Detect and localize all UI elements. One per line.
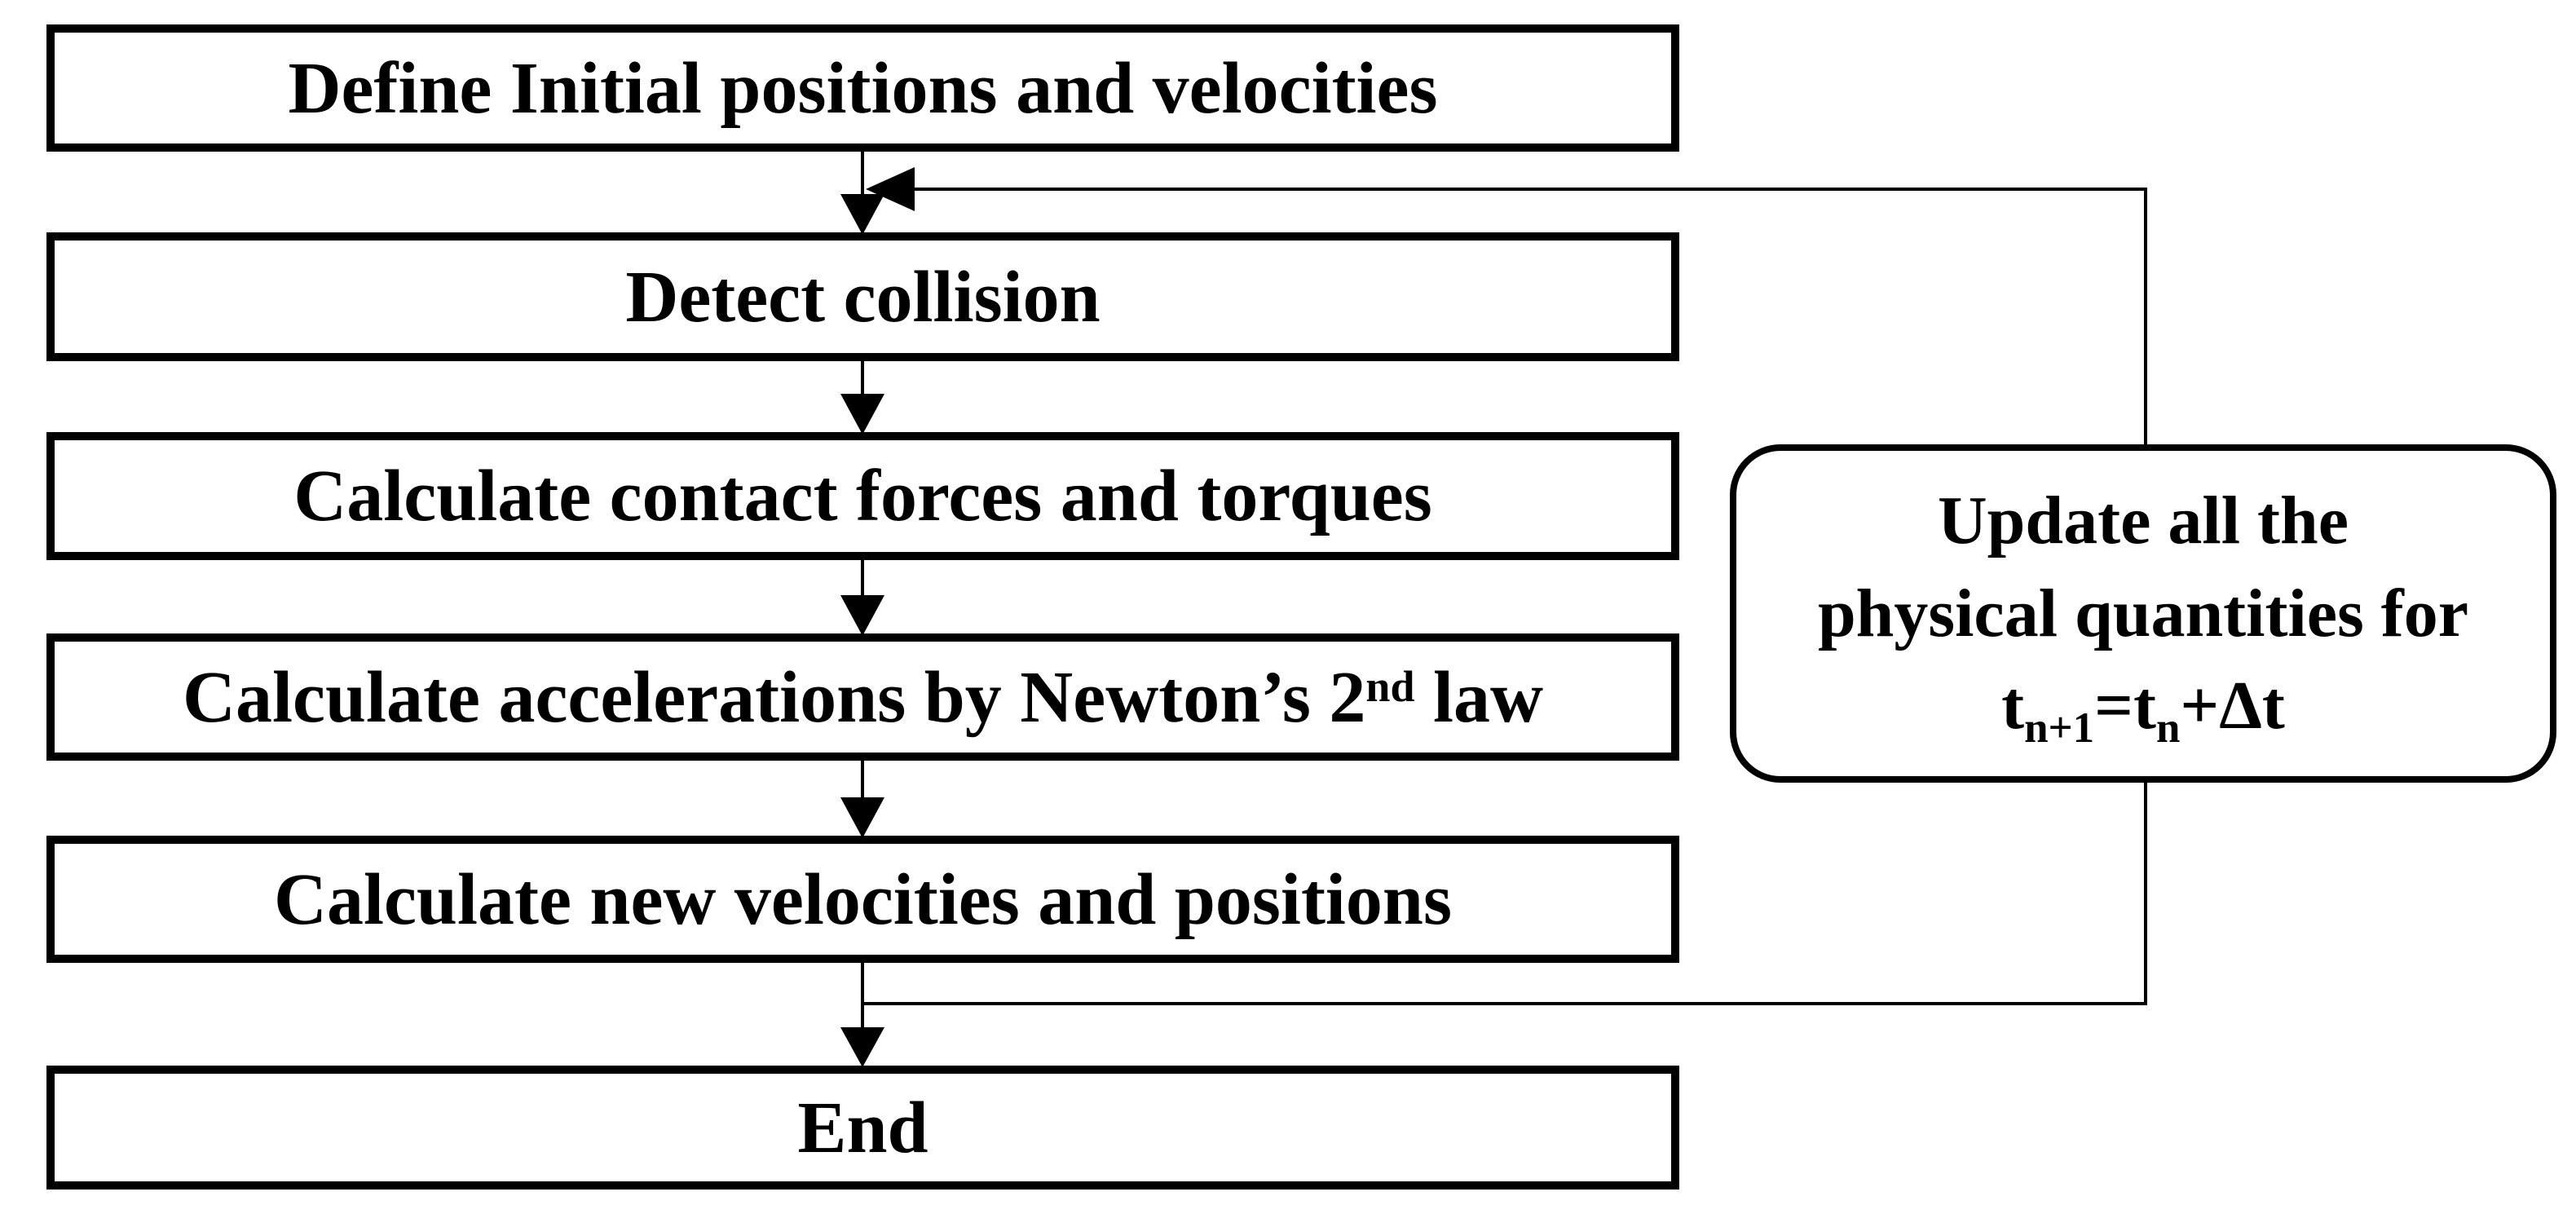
flow-box-update-quantities: Update all the physical quantities for t… xyxy=(1730,444,2556,783)
arrow-forces-to-accelerations-arrowhead xyxy=(840,595,884,636)
flow-box-contact-forces: Calculate contact forces and torques xyxy=(46,432,1679,560)
update-quantities-line2: physical quantities for xyxy=(1817,575,2469,651)
formula-plus-delta-t: +Δt xyxy=(2180,668,2285,744)
flow-box-define-initial-label: Define Initial positions and velocities xyxy=(288,47,1438,129)
formula-equals-t: =t xyxy=(2094,668,2156,744)
flow-box-newtons-law-label: Calculate accelerations by Newton’s 2nd … xyxy=(183,655,1543,739)
flow-box-newtons-law: Calculate accelerations by Newton’s 2nd … xyxy=(46,633,1679,761)
newtons-law-label-post: law xyxy=(1414,656,1543,738)
arrow-accelerations-to-velocities-arrowhead xyxy=(840,797,884,838)
flow-box-detect-collision: Detect collision xyxy=(46,232,1679,361)
flow-box-new-velocities-label: Calculate new velocities and positions xyxy=(273,859,1452,940)
update-quantities-formula: tn+1=tn+Δt xyxy=(2001,660,2285,752)
flow-box-detect-collision-label: Detect collision xyxy=(625,256,1101,338)
update-quantities-line1: Update all the xyxy=(1938,483,2349,559)
feedback-left-arrowhead xyxy=(866,167,915,211)
flow-box-end-label: End xyxy=(797,1087,929,1168)
flow-box-end: End xyxy=(46,1066,1679,1190)
arrow-velocities-to-end-arrowhead xyxy=(840,1027,884,1067)
formula-subscript-n-plus-1: n+1 xyxy=(2024,704,2095,753)
arrow-define-to-detect-arrowhead xyxy=(840,194,884,235)
newtons-law-label-superscript: nd xyxy=(1365,662,1415,712)
flow-box-new-velocities: Calculate new velocities and positions xyxy=(46,836,1679,963)
flow-box-contact-forces-label: Calculate contact forces and torques xyxy=(293,456,1432,536)
newtons-law-label-pre: Calculate accelerations by Newton’s 2 xyxy=(183,656,1366,738)
formula-t1: t xyxy=(2001,668,2025,744)
flow-box-define-initial: Define Initial positions and velocities xyxy=(46,24,1679,152)
arrow-detect-to-forces-arrowhead xyxy=(840,394,884,435)
formula-subscript-n: n xyxy=(2155,704,2181,753)
